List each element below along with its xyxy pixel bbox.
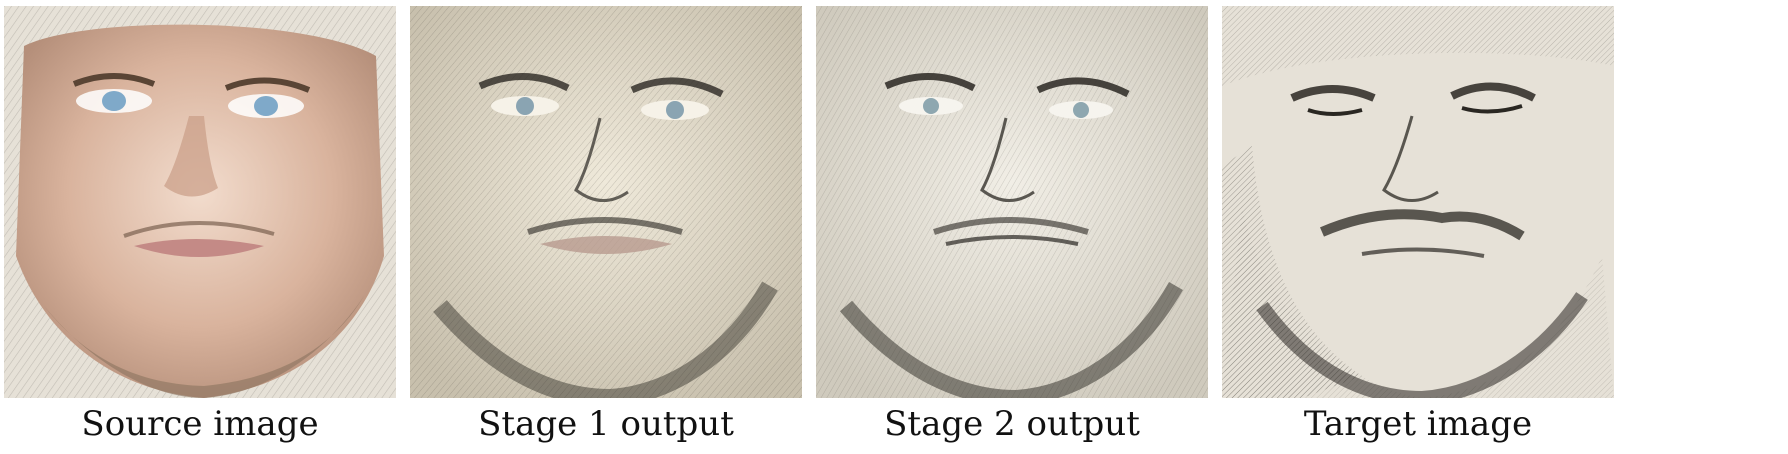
source-image: [4, 6, 396, 398]
panel-source: Source image: [4, 6, 396, 454]
caption-stage1: Stage 1 output: [478, 404, 734, 444]
stage-1-image: [410, 6, 802, 398]
caption-stage2: Stage 2 output: [884, 404, 1140, 444]
panel-target: Target image: [1222, 6, 1614, 454]
caption-source: Source image: [81, 404, 319, 444]
panel-stage2: Stage 2 output: [816, 6, 1208, 454]
caption-target: Target image: [1303, 404, 1533, 444]
stage-2-image: [816, 6, 1208, 398]
target-image: [1222, 6, 1614, 398]
panel-stage1: Stage 1 output: [410, 6, 802, 454]
